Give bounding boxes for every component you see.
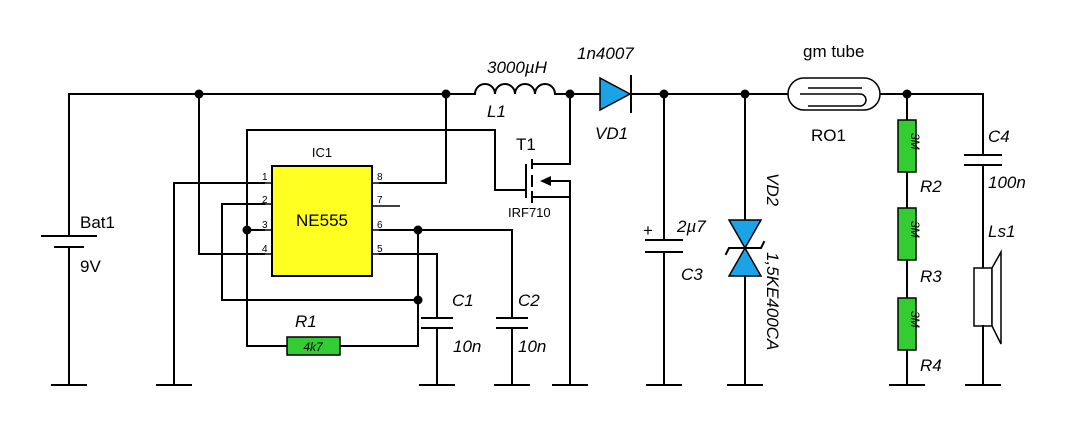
ic-pin-4: 4 bbox=[262, 244, 268, 255]
ic-pin-3: 3 bbox=[262, 220, 268, 231]
r4-value: 3M bbox=[908, 311, 922, 328]
diode-ref: VD1 bbox=[595, 124, 628, 143]
ic-pin-2: 2 bbox=[262, 195, 268, 206]
r1-ref: R1 bbox=[295, 312, 317, 331]
capacitor-c2: C2 10n bbox=[494, 291, 546, 386]
ic-pin-1: 1 bbox=[262, 172, 268, 183]
ic-body bbox=[271, 165, 373, 277]
diode-value: 1n4007 bbox=[577, 44, 634, 63]
ic-name: NE555 bbox=[296, 211, 348, 230]
capacitor-c3: + 2µ7 C3 bbox=[643, 93, 706, 386]
r2-ref: R2 bbox=[920, 177, 942, 196]
speaker-ref: Ls1 bbox=[988, 222, 1015, 241]
c4-ref: C4 bbox=[988, 127, 1010, 146]
resistor-r3: 3M R3 bbox=[897, 207, 942, 286]
ic-pin1-ground bbox=[156, 182, 265, 386]
c4-value: 100n bbox=[988, 173, 1026, 192]
r3-value: 3M bbox=[908, 221, 922, 238]
inductor-l1: 3000µH L1 bbox=[473, 58, 571, 121]
battery-ref: Bat1 bbox=[80, 213, 115, 232]
c3-polarity: + bbox=[643, 221, 653, 240]
ic-pin-5: 5 bbox=[377, 244, 383, 255]
gm-tube-ro1: gm tube RO1 bbox=[787, 42, 881, 145]
transistor-t1: T1 IRF710 bbox=[508, 93, 588, 386]
transistor-ref: T1 bbox=[516, 135, 536, 154]
ic-pin-8: 8 bbox=[377, 172, 383, 183]
c3-value: 2µ7 bbox=[676, 217, 706, 236]
inductor-value: 3000µH bbox=[487, 58, 548, 77]
resistor-r1: 4k7 R1 bbox=[286, 312, 341, 356]
battery-bat1: Bat1 9V bbox=[41, 93, 115, 386]
c2-ref: C2 bbox=[518, 291, 540, 310]
ic-pin6-wire bbox=[339, 229, 419, 347]
ic-pin-6: 6 bbox=[377, 220, 383, 231]
c3-ref: C3 bbox=[681, 265, 703, 284]
tvs-diode-vd2: VD2 1,5KE400CA bbox=[724, 93, 782, 386]
ic-pin8-wire bbox=[379, 93, 447, 184]
c2-value: 10n bbox=[518, 337, 546, 356]
ic-pin3-wire bbox=[246, 229, 288, 347]
inductor-ref: L1 bbox=[487, 102, 506, 121]
tvs-ref: VD2 bbox=[763, 173, 782, 207]
ic-pin2-wire bbox=[221, 203, 419, 301]
c1-wire bbox=[379, 253, 438, 319]
c1-ref: C1 bbox=[452, 291, 474, 310]
speaker-ls1: Ls1 bbox=[965, 222, 1015, 386]
tube-ref: RO1 bbox=[811, 126, 846, 145]
gate-wire bbox=[246, 129, 527, 191]
battery-value: 9V bbox=[80, 257, 101, 276]
junction-dots bbox=[194, 89, 912, 305]
transistor-value: IRF710 bbox=[508, 205, 551, 220]
r4-ref: R4 bbox=[920, 356, 942, 375]
capacitor-c4: C4 100n bbox=[964, 93, 1026, 269]
c2-wire bbox=[417, 229, 513, 319]
r1-value: 4k7 bbox=[303, 340, 324, 354]
tvs-value: 1,5KE400CA bbox=[763, 252, 782, 350]
diode-vd1: 1n4007 VD1 bbox=[577, 44, 634, 143]
resistor-r4: 3M R4 bbox=[897, 297, 942, 375]
r3-ref: R3 bbox=[920, 267, 942, 286]
capacitor-c1: C1 10n bbox=[419, 291, 481, 386]
tube-value: gm tube bbox=[803, 42, 864, 61]
r2-value: 3M bbox=[908, 133, 922, 150]
c1-value: 10n bbox=[453, 337, 481, 356]
ic-ne555: NE555 IC1 1 2 3 4 5 6 7 8 bbox=[222, 145, 400, 277]
ic-ref: IC1 bbox=[312, 145, 332, 160]
resistor-r2: 3M R2 bbox=[897, 119, 942, 196]
ic-pin-7: 7 bbox=[377, 195, 383, 206]
ic-pin4-wire bbox=[198, 93, 265, 255]
